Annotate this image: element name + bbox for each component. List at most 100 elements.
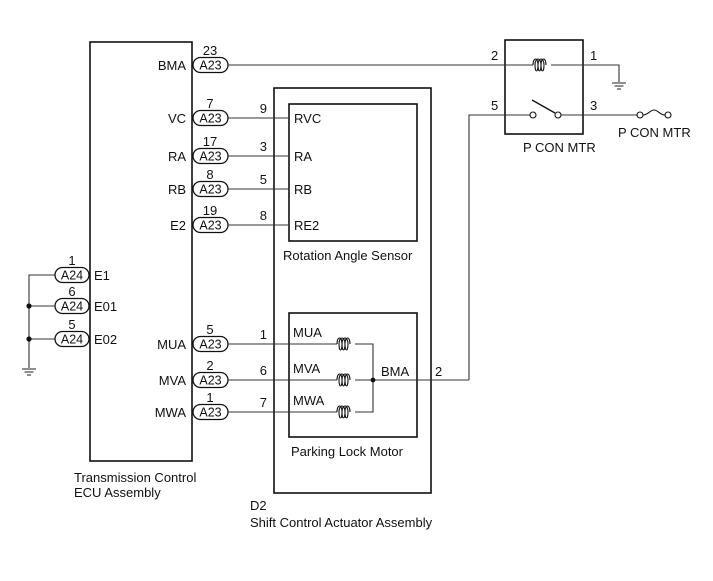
- relay-pin-coil-in: 2: [491, 48, 498, 63]
- junction-dot-icon: [370, 377, 376, 383]
- relay-pin-coil-gnd: 1: [590, 48, 597, 63]
- pin-number: 1: [68, 253, 75, 268]
- connector-label: A24: [61, 333, 83, 347]
- coil-icon: [336, 373, 351, 387]
- pin-number: 9: [260, 101, 267, 116]
- p-con-mtr-relay: P CON MTR 2 1 5 3: [228, 39, 637, 380]
- pin-number: 8: [260, 208, 267, 223]
- ecu-assembly: Transmission Control ECU Assembly BMA23A…: [54, 41, 229, 500]
- actuator-title: Shift Control Actuator Assembly: [250, 515, 433, 530]
- pin-name: E2: [170, 218, 186, 233]
- connector-label: A23: [199, 59, 221, 73]
- connector-label: A23: [199, 338, 221, 352]
- relay-title: P CON MTR: [523, 140, 596, 155]
- ecu-title-line2: ECU Assembly: [74, 485, 161, 500]
- pin-number: 2: [206, 358, 213, 373]
- coil-icon: [336, 405, 351, 419]
- pin-name: MWA: [293, 393, 325, 408]
- sensor-pin-ra: 3RA: [228, 139, 312, 164]
- pin-name: RE2: [294, 218, 319, 233]
- fuse-label: P CON MTR: [618, 125, 691, 140]
- relay-pin-switch-out: 3: [590, 98, 597, 113]
- pin-name: RA: [294, 149, 312, 164]
- connector-label: A23: [199, 112, 221, 126]
- connector-pill: A23: [192, 109, 229, 127]
- sensor-box: [288, 103, 418, 242]
- pin-number: 19: [203, 203, 217, 218]
- motor-title: Parking Lock Motor: [291, 444, 404, 459]
- connector-pill: A23: [192, 56, 229, 74]
- shift-control-actuator: D2 Shift Control Actuator Assembly Rotat…: [228, 87, 469, 530]
- ecu-title-line1: Transmission Control: [74, 470, 196, 485]
- pin-number: 1: [206, 390, 213, 405]
- pin-number: 1: [260, 327, 267, 342]
- fuse-terminal: [664, 111, 672, 119]
- connector-label: A23: [199, 150, 221, 164]
- motor-pin-mwa: 7 MWA: [228, 393, 351, 419]
- connector-pill: A23: [192, 180, 229, 198]
- connector-pill: A23: [192, 403, 229, 421]
- fuse-icon: [636, 111, 644, 119]
- connector-label: A24: [61, 300, 83, 314]
- connector-label: A23: [199, 219, 221, 233]
- sensor-pin-rb: 5RB: [228, 172, 312, 197]
- connector-pill: A23: [192, 216, 229, 234]
- pin-name: VC: [168, 111, 186, 126]
- pin-name: RB: [168, 182, 186, 197]
- motor-common-name: BMA: [381, 364, 410, 379]
- p-con-mtr-fuse: P CON MTR: [618, 109, 691, 140]
- connector-label: A24: [61, 269, 83, 283]
- relay-pin-switch-in: 5: [491, 98, 498, 113]
- fuse-element: [642, 109, 666, 116]
- ecu-box: [89, 41, 193, 462]
- pin-name: RB: [294, 182, 312, 197]
- ecu-right-pins: BMA23A23VC7A23RA17A23RB8A23E219A23MUA5A2…: [155, 43, 229, 421]
- connector-pill: A24: [54, 266, 90, 284]
- pin-number: 6: [68, 284, 75, 299]
- ground-icon: [21, 368, 37, 376]
- connector-pill: A23: [192, 371, 229, 389]
- coil-icon: [532, 58, 547, 72]
- pin-number: 23: [203, 43, 217, 58]
- junction-dot-icon: [26, 336, 32, 342]
- ecu-ground-bus: [21, 274, 55, 376]
- pin-name: BMA: [158, 58, 187, 73]
- pin-name: RA: [168, 149, 186, 164]
- pin-name: MVA: [293, 361, 321, 376]
- pin-number: 7: [260, 395, 267, 410]
- connector-label: A23: [199, 374, 221, 388]
- pin-name: E1: [94, 268, 110, 283]
- pin-name: E02: [94, 332, 117, 347]
- motor-pin-mva: 6 MVA: [228, 361, 351, 387]
- relay-switch-icon: [468, 99, 637, 380]
- pin-number: 6: [260, 363, 267, 378]
- pin-name: MUA: [157, 337, 186, 352]
- connector-pill: A24: [54, 330, 90, 348]
- connector-label: A23: [199, 183, 221, 197]
- pin-number: 3: [260, 139, 267, 154]
- pin-number: 8: [206, 167, 213, 182]
- motor-box: [288, 312, 418, 438]
- ground-bus-wire: [28, 274, 55, 368]
- actuator-code: D2: [250, 498, 267, 513]
- relay-ground-wire: [551, 64, 620, 82]
- pin-number: 5: [206, 322, 213, 337]
